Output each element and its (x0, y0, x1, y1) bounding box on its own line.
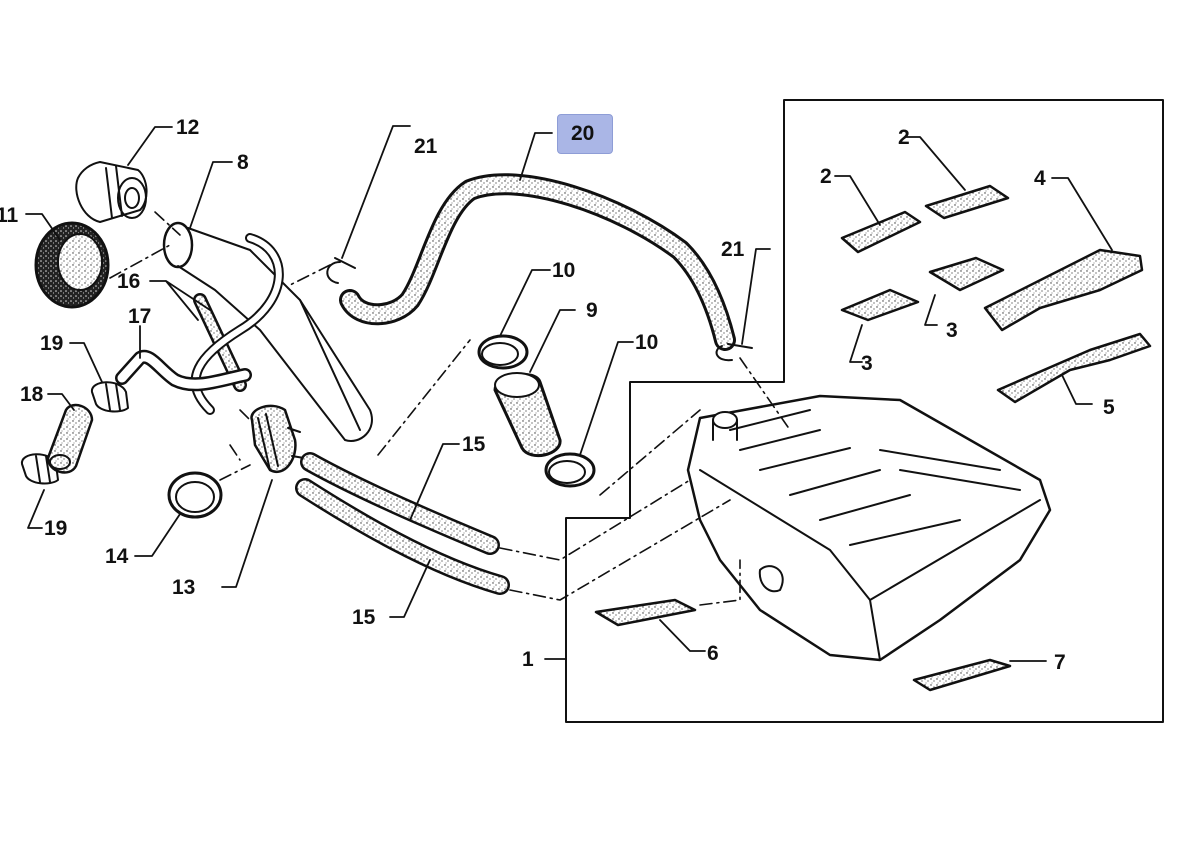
part-2-ribbed-pad-a (840, 210, 922, 254)
callout-11[interactable]: 11 (0, 204, 19, 227)
part-15-fuel-hose-upper (300, 452, 500, 555)
callout-13[interactable]: 13 (172, 576, 196, 599)
part-2-ribbed-pad-b (924, 184, 1010, 220)
part-14-lock-ring (167, 471, 223, 519)
part-1-fuel-tank (686, 394, 1052, 662)
callout-21-right[interactable]: 21 (721, 238, 745, 261)
part-18-fuel-filter (46, 403, 94, 474)
callout-10-upper[interactable]: 10 (552, 259, 576, 282)
part-13-sender-unit (250, 404, 305, 473)
part-9-connecting-hose (493, 372, 562, 457)
part-10-clamp-lower (544, 452, 596, 488)
part-17-bent-hose (115, 349, 252, 392)
callout-8[interactable]: 8 (237, 151, 249, 174)
callout-14[interactable]: 14 (105, 545, 129, 568)
part-15-fuel-hose-lower (295, 478, 510, 595)
callout-15-lower[interactable]: 15 (352, 606, 376, 629)
part-12-cap-adapter (75, 161, 148, 223)
callout-17[interactable]: 17 (128, 305, 152, 328)
part-5-long-foam-pad (996, 332, 1152, 404)
callout-15-upper[interactable]: 15 (462, 433, 486, 456)
callout-1[interactable]: 1 (522, 648, 534, 671)
part-10-clamp-upper (477, 334, 529, 370)
part-7-tank-pad (912, 658, 1012, 692)
callout-20[interactable]: 20 (571, 122, 595, 145)
part-21-clip-left (326, 257, 356, 284)
callout-7[interactable]: 7 (1054, 651, 1066, 674)
callout-21-left[interactable]: 21 (414, 135, 438, 158)
part-6-tank-pad (594, 598, 697, 627)
highlight-box-part-20[interactable] (557, 114, 613, 154)
assembly-lines (109, 211, 791, 606)
callout-19-bottom[interactable]: 19 (44, 517, 68, 540)
part-21-clip-right (715, 343, 753, 362)
callout-2-right[interactable]: 2 (898, 126, 910, 149)
callout-12[interactable]: 12 (176, 116, 200, 139)
callout-3-right[interactable]: 3 (946, 319, 958, 342)
part-8-filler-neck (162, 221, 373, 442)
callout-16[interactable]: 16 (117, 270, 141, 293)
callout-2-left[interactable]: 2 (820, 165, 832, 188)
callout-4[interactable]: 4 (1034, 167, 1046, 190)
leader-lines (25, 125, 1113, 662)
callout-19-top[interactable]: 19 (40, 332, 64, 355)
part-3-foam-pad-b (928, 256, 1005, 292)
tank-group-frame (565, 99, 1164, 723)
part-11-filler-cap (34, 221, 110, 309)
callout-5[interactable]: 5 (1103, 396, 1115, 419)
callout-9[interactable]: 9 (586, 299, 598, 322)
callout-18[interactable]: 18 (20, 383, 44, 406)
callout-10-lower[interactable]: 10 (635, 331, 659, 354)
callout-6[interactable]: 6 (707, 642, 719, 665)
part-3-foam-pad-a (840, 288, 920, 322)
callout-3-left[interactable]: 3 (861, 352, 873, 375)
part-19-clip-top (91, 381, 129, 413)
part-4-long-ribbed-pad (983, 248, 1144, 332)
part-20-vent-hose (339, 173, 736, 351)
